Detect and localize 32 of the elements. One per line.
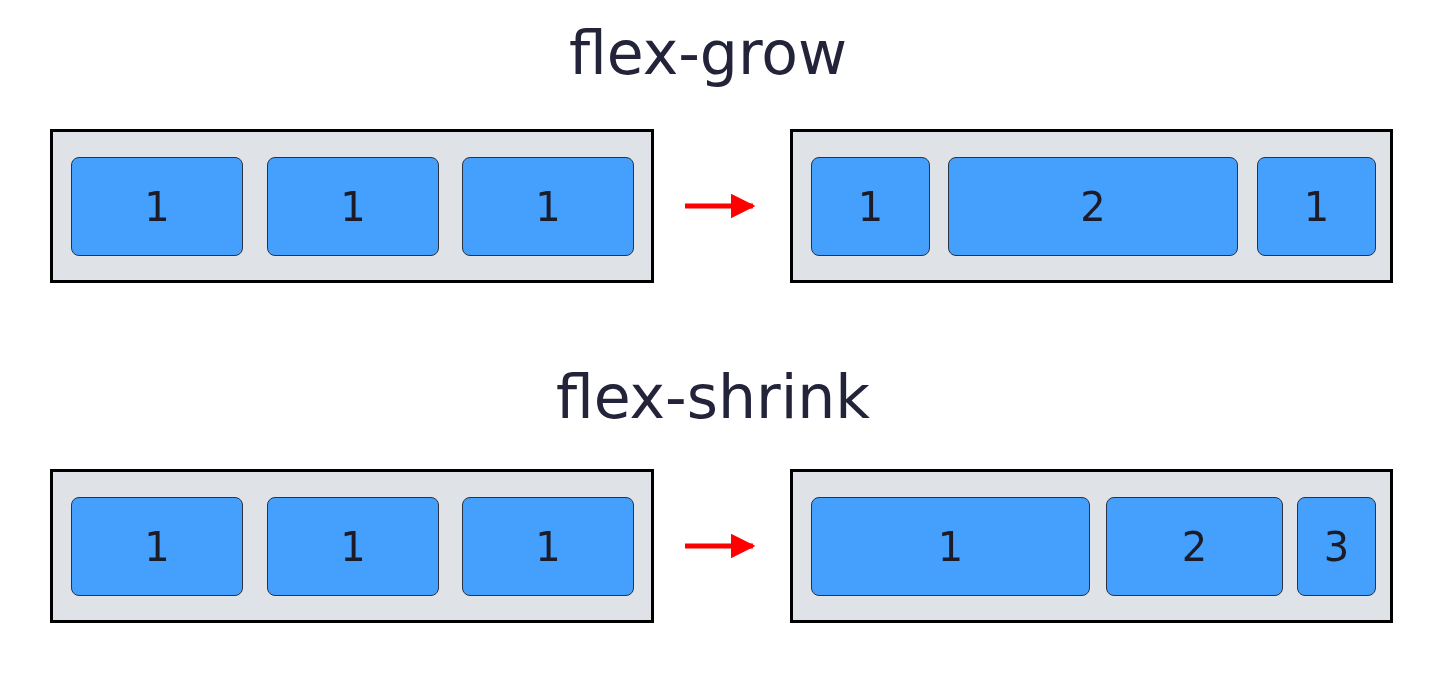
- section-heading: flex-grow: [569, 18, 847, 88]
- flex-grow-value: 1: [1303, 183, 1330, 230]
- flex-item: [1257, 157, 1376, 256]
- flex-item: [948, 157, 1238, 256]
- flex-grow-value: 3: [1323, 523, 1350, 570]
- flex-item: [462, 157, 634, 256]
- arrow: [685, 533, 756, 559]
- flex-item: [71, 497, 243, 596]
- flex-item: [267, 157, 439, 256]
- flex-grow-value: 2: [1181, 523, 1208, 570]
- flex-container: [50, 129, 654, 283]
- flex-grow-value: 1: [340, 183, 366, 230]
- flex-grow-value: 1: [857, 183, 884, 230]
- flex-item: [462, 497, 634, 596]
- flex-container: [50, 469, 654, 623]
- flex-grow-value: 1: [144, 523, 170, 570]
- flex-grow-value: 1: [937, 523, 964, 570]
- flex-container: [790, 469, 1393, 623]
- flex-grow-value: 2: [1080, 183, 1106, 230]
- flex-item: [811, 497, 1090, 596]
- flex-grow-value: 1: [535, 183, 561, 230]
- flex-item: [71, 157, 243, 256]
- flex-grow-value: 1: [340, 523, 366, 570]
- flex-item: [267, 497, 439, 596]
- arrow: [685, 193, 756, 219]
- flex-container: [790, 129, 1393, 283]
- section-heading: flex-shrink: [555, 362, 871, 432]
- flex-item: [1297, 497, 1376, 596]
- flex-grow-value: 1: [535, 523, 561, 570]
- flex-grow-value: 1: [144, 183, 170, 230]
- flex-item: [1106, 497, 1283, 596]
- flex-item: [811, 157, 930, 256]
